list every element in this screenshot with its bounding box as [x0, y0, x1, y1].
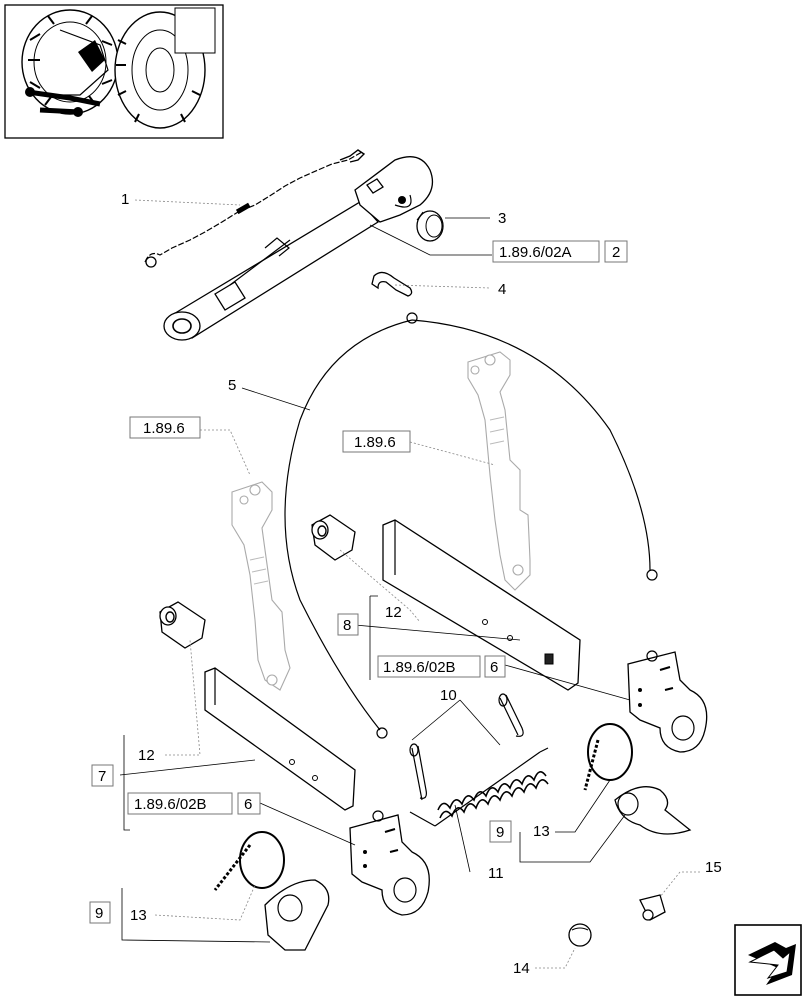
svg-text:6: 6 [244, 796, 252, 813]
callout-11: 11 [488, 865, 504, 882]
callout-1: 1 [121, 191, 129, 208]
tractor-thumbnail-icon [4, 4, 224, 139]
block-part-upper [311, 514, 356, 561]
top-link-part [144, 149, 434, 341]
pin-part-a [409, 743, 427, 801]
reference-boxes: 1.89.6/02A 2 1.89.6 1.89.6 8 1.89.6/02B … [89, 240, 628, 924]
svg-text:9: 9 [496, 824, 504, 841]
block-part-lower [159, 601, 206, 649]
spring-part [409, 747, 549, 827]
cross-bar-upper [382, 519, 581, 691]
reference-item-9-right[interactable]: 9 [489, 820, 512, 843]
chain-cap-part-left [213, 831, 330, 951]
callout-12-upper: 12 [385, 604, 402, 621]
reference-link-1-89-6-left[interactable]: 1.89.6 [129, 416, 201, 439]
reference-link-1-89-6-02b-upper[interactable]: 1.89.6/02B 6 [377, 655, 506, 678]
reference-item-7[interactable]: 7 [91, 764, 114, 787]
callout-5: 5 [228, 377, 236, 394]
cross-bar-lower [204, 667, 356, 811]
hook-part-right [627, 650, 708, 753]
hook-part-left [349, 810, 430, 916]
svg-text:1.89.6/02A: 1.89.6/02A [499, 244, 572, 261]
callout-15: 15 [705, 859, 722, 876]
svg-text:1.89.6/02B: 1.89.6/02B [383, 659, 456, 676]
reference-item-8[interactable]: 8 [337, 613, 359, 636]
pin-part-b [498, 693, 524, 737]
callout-4: 4 [498, 281, 506, 298]
chain-cap-part-right [583, 723, 692, 835]
callout-14: 14 [513, 960, 530, 977]
reference-link-1-89-6-02a[interactable]: 1.89.6/02A 2 [492, 240, 628, 263]
next-page-arrow-icon[interactable] [734, 924, 802, 996]
fitting-part [639, 894, 666, 921]
leader-lines [119, 199, 700, 969]
clip-part [371, 271, 413, 297]
ball-part [568, 923, 592, 947]
bushing-part [416, 210, 444, 242]
callout-labels: 1 3 4 5 12 10 12 13 11 15 13 14 [121, 191, 722, 977]
svg-text:8: 8 [343, 617, 351, 634]
svg-text:1.89.6: 1.89.6 [143, 420, 185, 437]
lift-rod-ghost-right [467, 351, 531, 591]
svg-text:9: 9 [95, 905, 103, 922]
reference-item-9-left[interactable]: 9 [89, 901, 111, 924]
callout-10: 10 [440, 687, 457, 704]
svg-text:1.89.6: 1.89.6 [354, 434, 396, 451]
svg-text:7: 7 [98, 768, 106, 785]
callout-3: 3 [498, 210, 506, 227]
lift-rod-ghost-left [231, 481, 291, 691]
svg-text:2: 2 [612, 244, 620, 261]
callout-13-left: 13 [130, 907, 147, 924]
callout-13-right: 13 [533, 823, 550, 840]
svg-text:1.89.6/02B: 1.89.6/02B [134, 796, 207, 813]
reference-link-1-89-6-right[interactable]: 1.89.6 [342, 430, 411, 453]
svg-text:6: 6 [490, 659, 498, 676]
cable-part [284, 312, 658, 739]
reference-link-1-89-6-02b-lower[interactable]: 1.89.6/02B 6 [127, 792, 261, 815]
callout-12-lower: 12 [138, 747, 155, 764]
